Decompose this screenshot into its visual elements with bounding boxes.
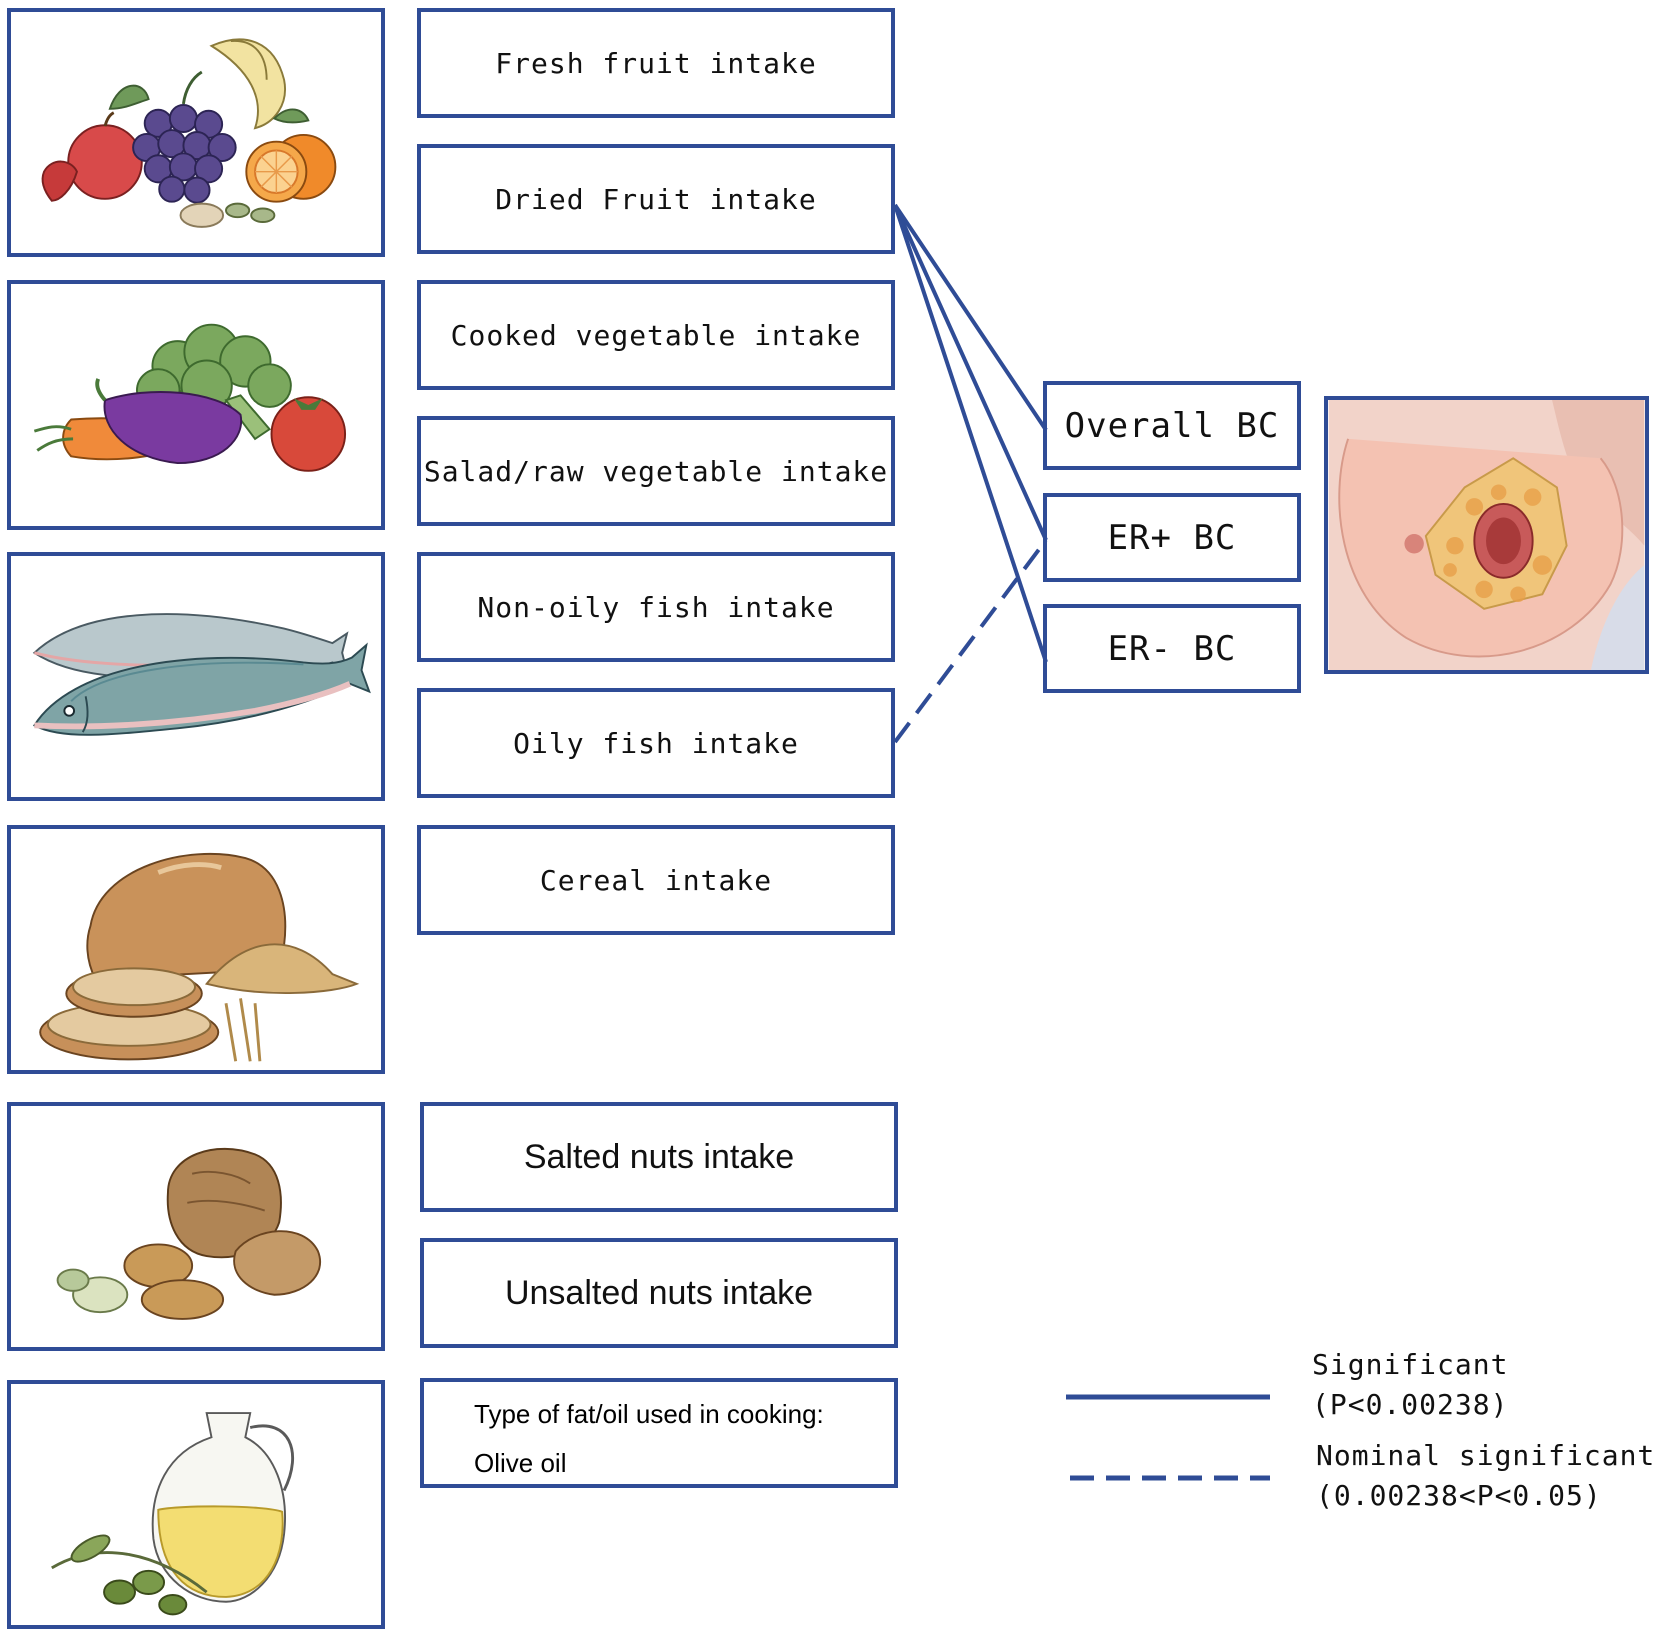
exposure-unsalted-nuts: Unsalted nuts intake xyxy=(420,1238,898,1348)
fish-panel xyxy=(7,552,385,801)
cereal-panel xyxy=(7,825,385,1074)
legend-significant-label: Significant xyxy=(1312,1348,1509,1381)
legend-significant-range: (P<0.00238) xyxy=(1312,1388,1509,1421)
exposure-non-oily-fish: Non-oily fish intake xyxy=(417,552,895,662)
nuts-icon xyxy=(56,1147,321,1320)
exposure-fresh-fruit: Fresh fruit intake xyxy=(417,8,895,118)
bread-icon xyxy=(39,852,360,1062)
fish-icon xyxy=(32,613,371,736)
outcome-er-pos-bc: ER+ BC xyxy=(1043,493,1301,582)
exposure-dried-fruit: Dried Fruit intake xyxy=(417,144,895,254)
exposure-cooked-vegetable: Cooked vegetable intake xyxy=(417,280,895,390)
association-line-2 xyxy=(893,204,1048,541)
fruit-panel xyxy=(7,8,385,257)
olive-oil-line-2: Olive oil xyxy=(474,1448,567,1478)
outcome-er-neg-bc: ER- BC xyxy=(1043,604,1301,693)
exposure-oily-fish: Oily fish intake xyxy=(417,688,895,798)
exposure-olive-oil: Type of fat/oil used in cooking: Olive o… xyxy=(420,1378,898,1488)
outcome-overall-bc: Overall BC xyxy=(1043,381,1301,470)
exposure-cereal: Cereal intake xyxy=(417,825,895,935)
legend-nominal-range: (0.00238<P<0.05) xyxy=(1316,1479,1602,1512)
vegetable-panel xyxy=(7,280,385,530)
oil-panel xyxy=(7,1380,385,1629)
vegetable-icon xyxy=(33,323,347,472)
exposure-raw-vegetable: Salad/raw vegetable intake xyxy=(417,416,895,526)
legend-nominal-label: Nominal significant xyxy=(1316,1439,1654,1472)
breast-panel xyxy=(1324,396,1649,674)
exposure-salted-nuts: Salted nuts intake xyxy=(420,1102,898,1212)
nuts-panel xyxy=(7,1102,385,1351)
olive-oil-icon xyxy=(51,1412,295,1616)
association-line-3 xyxy=(893,204,1048,663)
association-line-4 xyxy=(893,538,1048,744)
breast-cancer-icon xyxy=(1328,400,1645,670)
fruit-icon xyxy=(41,38,337,228)
olive-oil-line-1: Type of fat/oil used in cooking: xyxy=(474,1399,824,1429)
association-line-1 xyxy=(893,203,1048,432)
